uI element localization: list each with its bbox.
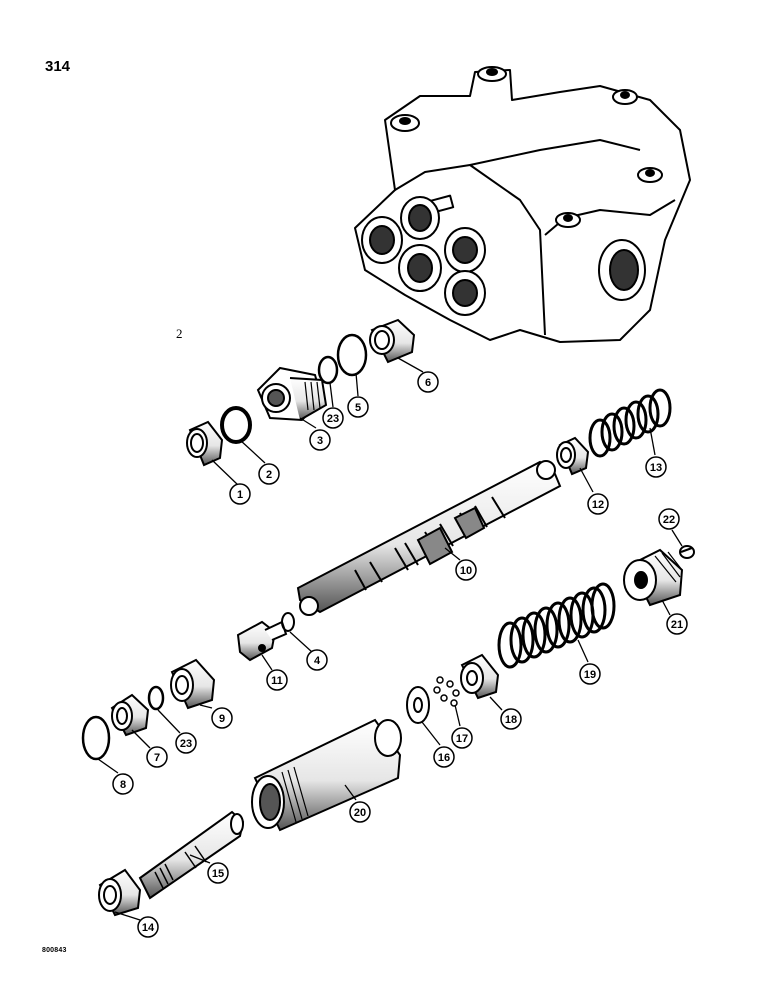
part-18-retainer xyxy=(460,653,500,700)
callout-4: 4 xyxy=(306,649,328,671)
part-8-oring xyxy=(81,715,111,761)
svg-text:15: 15 xyxy=(212,868,224,880)
callout-13: 13 xyxy=(645,456,667,478)
svg-text:22: 22 xyxy=(663,514,675,526)
callout-19: 19 xyxy=(579,663,601,685)
callouts: 1 2 3 23 5 6 13 12 10 22 21 11 4 19 18 1… xyxy=(112,371,688,938)
part-4-oring xyxy=(281,612,295,632)
svg-text:8: 8 xyxy=(120,779,126,791)
callout-17: 17 xyxy=(451,727,473,749)
part-10-spool xyxy=(296,460,562,616)
callout-20: 20 xyxy=(349,801,371,823)
callout-10: 10 xyxy=(455,559,477,581)
part-6-bushing xyxy=(369,318,416,364)
callout-6: 6 xyxy=(417,371,439,393)
callout-22: 22 xyxy=(658,508,680,530)
callout-3: 3 xyxy=(309,429,331,451)
svg-text:21: 21 xyxy=(671,619,683,631)
part-1-bushing xyxy=(186,420,224,467)
callout-23-upper: 23 xyxy=(322,407,344,429)
callout-5: 5 xyxy=(347,396,369,418)
svg-text:4: 4 xyxy=(314,655,321,667)
page-number: 314 xyxy=(45,58,71,75)
part-21-cap xyxy=(623,548,684,607)
leader-lines xyxy=(97,357,683,921)
svg-text:19: 19 xyxy=(584,669,596,681)
stray-mark: 2 xyxy=(176,326,183,341)
svg-text:17: 17 xyxy=(456,733,468,745)
part-2-washer xyxy=(220,406,252,444)
part-17-balls xyxy=(433,676,460,707)
callout-11: 11 xyxy=(266,669,288,691)
callout-16: 16 xyxy=(433,746,455,768)
svg-text:23: 23 xyxy=(180,738,192,750)
svg-text:1: 1 xyxy=(237,489,243,501)
svg-text:14: 14 xyxy=(142,922,155,934)
part-12-seat xyxy=(556,436,590,476)
svg-text:11: 11 xyxy=(271,675,283,687)
part-20-housing xyxy=(251,718,402,832)
valve-body xyxy=(354,66,691,343)
part-23-oring-upper xyxy=(317,355,339,385)
svg-text:12: 12 xyxy=(592,499,604,511)
callout-1: 1 xyxy=(229,483,251,505)
part-13-spring xyxy=(588,388,672,458)
svg-text:2: 2 xyxy=(266,469,272,481)
callout-8: 8 xyxy=(112,773,134,795)
callout-9: 9 xyxy=(211,707,233,729)
part-23-oring-lower xyxy=(147,685,165,711)
svg-text:20: 20 xyxy=(354,807,366,819)
part-14-cap xyxy=(98,868,142,917)
callout-21: 21 xyxy=(666,613,688,635)
callout-18: 18 xyxy=(500,708,522,730)
part-3-plug xyxy=(256,366,328,422)
svg-text:16: 16 xyxy=(438,752,450,764)
callout-7: 7 xyxy=(146,746,168,768)
part-5-oring xyxy=(336,333,368,377)
part-16-washer xyxy=(406,686,430,724)
callout-12: 12 xyxy=(587,493,609,515)
svg-text:23: 23 xyxy=(327,413,339,425)
svg-text:10: 10 xyxy=(460,565,472,577)
part-9-sleeve xyxy=(170,658,216,710)
svg-text:18: 18 xyxy=(505,714,517,726)
part-7-nut xyxy=(110,693,150,737)
svg-text:6: 6 xyxy=(425,377,431,389)
callout-23-lower: 23 xyxy=(175,732,197,754)
part-11-connector xyxy=(236,620,288,662)
part-19-spring xyxy=(497,582,616,669)
svg-text:13: 13 xyxy=(650,462,662,474)
svg-text:3: 3 xyxy=(317,435,323,447)
svg-text:5: 5 xyxy=(355,402,361,414)
callout-15: 15 xyxy=(207,862,229,884)
callout-2: 2 xyxy=(258,463,280,485)
part-22-screw xyxy=(679,545,695,559)
callout-14: 14 xyxy=(137,916,159,938)
svg-text:7: 7 xyxy=(154,752,160,764)
drawing-code: 800843 xyxy=(42,947,67,954)
svg-text:9: 9 xyxy=(219,713,225,725)
